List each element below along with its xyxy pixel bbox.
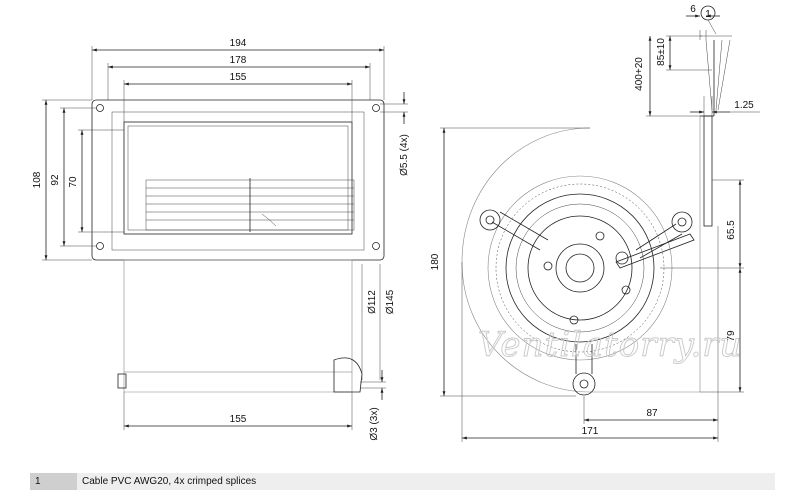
cable-channel — [615, 233, 695, 269]
legend-number: 1 — [30, 473, 77, 490]
dim-width-155-top: 155 — [230, 72, 247, 83]
outlet-opening — [123, 121, 353, 235]
dim-right-79: 79 — [726, 330, 737, 342]
dim-dia-112: Ø112 — [367, 290, 378, 314]
motor-inner-ring — [527, 215, 633, 321]
dim-hole-5-5: Ø5.5 (4x) — [399, 134, 410, 176]
front-view: 1 6 85±10 400+20 1.25 65.5 79 — [430, 4, 760, 442]
dim-width-155-bottom: 155 — [230, 414, 247, 425]
motor-outer-ring — [505, 193, 655, 343]
hub — [555, 243, 605, 293]
dim-height-180: 180 — [430, 253, 441, 270]
dim-cable-6: 6 — [690, 4, 696, 15]
callout-number: 1 — [705, 9, 711, 20]
mounting-hole — [96, 242, 104, 250]
dim-height-108: 108 — [32, 171, 43, 188]
mounting-hole — [372, 242, 380, 250]
dim-dia-145: Ø145 — [385, 289, 396, 314]
dim-right-65-5: 65.5 — [726, 220, 737, 240]
outlet-flange — [703, 115, 713, 227]
impeller-blades — [145, 178, 355, 232]
dim-bottom-171: 171 — [582, 426, 599, 437]
side-view: 194 178 155 108 92 70 Ø5.5 (4x) — [32, 38, 410, 441]
dim-cable-400: 400+20 — [634, 57, 645, 91]
mounting-hole — [96, 104, 104, 112]
mounting-lug — [572, 372, 596, 396]
housing-body — [123, 259, 353, 373]
dim-width-178: 178 — [230, 55, 247, 66]
watermark: Ventilatorry.ru — [478, 325, 742, 365]
motor-housing — [333, 357, 363, 393]
mounting-hole — [372, 104, 380, 112]
legend-text: Cable PVC AWG20, 4x crimped splices — [82, 476, 257, 487]
legend-row: 1 Cable PVC AWG20, 4x crimped splices — [30, 473, 775, 490]
dim-bottom-87: 87 — [646, 408, 658, 419]
mounting-lug — [671, 211, 693, 233]
dim-thickness-1-25: 1.25 — [734, 100, 754, 111]
dim-height-70: 70 — [68, 176, 79, 188]
dim-hole-3: Ø3 (3x) — [369, 407, 380, 440]
mounting-lug — [479, 209, 501, 231]
dim-height-92: 92 — [50, 174, 61, 186]
dim-width-194: 194 — [230, 38, 247, 49]
dim-cable-85: 85±10 — [656, 38, 667, 66]
